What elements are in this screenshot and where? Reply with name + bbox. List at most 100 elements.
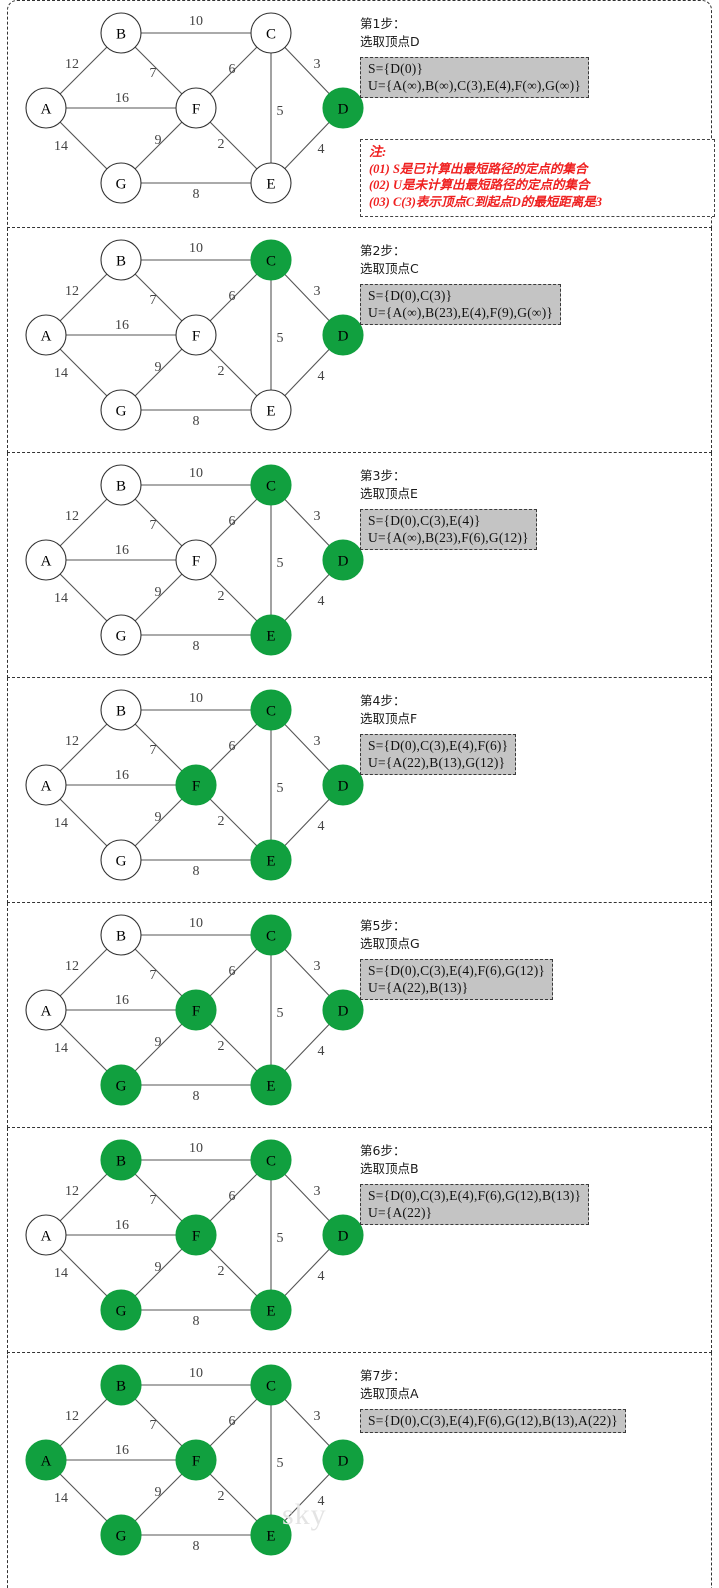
graph-node-label-e: E — [266, 1079, 275, 1095]
graph-edge-f-g — [134, 348, 183, 397]
graph-node-b[interactable] — [100, 239, 142, 281]
graph-node-b[interactable] — [100, 1364, 142, 1406]
graph-node-c[interactable] — [250, 239, 292, 281]
graph-node-a[interactable] — [25, 539, 67, 581]
graph-node-g[interactable] — [100, 839, 142, 881]
graph-node-a[interactable] — [25, 314, 67, 356]
edge-weight-cd: 3 — [314, 1184, 321, 1199]
graph-node-g[interactable] — [100, 162, 142, 204]
edge-weight-fe: 2 — [218, 364, 225, 379]
edge-weight-ce: 5 — [277, 104, 284, 119]
edge-weight-ce: 5 — [277, 781, 284, 796]
graph-edge-c-f — [209, 1398, 258, 1447]
graph-edge-a-g — [59, 348, 108, 397]
graph-node-label-c: C — [266, 929, 276, 945]
graph-node-g[interactable] — [100, 389, 142, 431]
edge-weight-fg: 9 — [155, 1260, 162, 1275]
graph-node-label-e: E — [266, 404, 275, 420]
graph-node-c[interactable] — [250, 689, 292, 731]
graph-node-e[interactable] — [250, 1064, 292, 1106]
graph-edge-b-f — [134, 948, 183, 997]
graph-node-e[interactable] — [250, 1289, 292, 1331]
graph-node-d[interactable] — [322, 1439, 364, 1481]
graph-node-label-f: F — [192, 102, 200, 118]
graph-node-f[interactable] — [175, 87, 217, 129]
graph-node-e[interactable] — [250, 839, 292, 881]
edge-weight-fe: 2 — [218, 814, 225, 829]
graph-edge-f-g — [134, 1248, 183, 1297]
graph-node-label-c: C — [266, 704, 276, 720]
graph-node-label-g: G — [116, 404, 127, 420]
graph-edge-b-f — [134, 1173, 183, 1222]
step-title: 第4步： 选取顶点F — [360, 693, 418, 726]
graph-node-label-g: G — [116, 854, 127, 870]
graph-node-a[interactable] — [25, 764, 67, 806]
graph-node-c[interactable] — [250, 1364, 292, 1406]
graph-node-label-c: C — [266, 1154, 276, 1170]
graph-node-e[interactable] — [250, 389, 292, 431]
graph-node-e[interactable] — [250, 1514, 292, 1556]
edge-weight-af: 16 — [115, 993, 129, 1008]
graph-node-label-d: D — [338, 554, 349, 570]
graph-node-d[interactable] — [322, 1214, 364, 1256]
graph-node-f[interactable] — [175, 314, 217, 356]
graph-node-label-a: A — [41, 1004, 52, 1020]
graph-node-b[interactable] — [100, 689, 142, 731]
graph-node-f[interactable] — [175, 1439, 217, 1481]
graph-edge-c-f — [209, 46, 258, 95]
edge-weight-cf: 6 — [229, 514, 236, 529]
graph-node-e[interactable] — [250, 162, 292, 204]
graph-node-f[interactable] — [175, 989, 217, 1031]
graph-node-b[interactable] — [100, 1139, 142, 1181]
graph-node-g[interactable] — [100, 1514, 142, 1556]
graph-edge-a-b — [59, 1173, 108, 1222]
graph-node-a[interactable] — [25, 989, 67, 1031]
graph-edge-a-b — [59, 1398, 108, 1447]
edge-weight-ab: 12 — [65, 1184, 79, 1199]
graph-node-g[interactable] — [100, 1289, 142, 1331]
graph-node-c[interactable] — [250, 1139, 292, 1181]
graph-node-a[interactable] — [25, 87, 67, 129]
edge-weight-cd: 3 — [314, 1409, 321, 1424]
set-state-box: S={D(0)}U={A(∞),B(∞),C(3),E(4),F(∞),G(∞)… — [360, 57, 590, 98]
graph-edge-a-b — [59, 498, 108, 547]
edge-weight-bf: 7 — [150, 518, 157, 533]
graph-node-c[interactable] — [250, 464, 292, 506]
edge-weight-ge: 8 — [193, 1089, 200, 1104]
edge-weight-bf: 7 — [150, 743, 157, 758]
graph-node-label-g: G — [116, 1079, 127, 1095]
graph-node-g[interactable] — [100, 1064, 142, 1106]
set-line: U={A(∞),B(∞),C(3),E(4),F(∞),G(∞)} — [368, 78, 582, 93]
graph-node-c[interactable] — [250, 914, 292, 956]
graph-node-b[interactable] — [100, 464, 142, 506]
graph-node-d[interactable] — [322, 989, 364, 1031]
graph-node-d[interactable] — [322, 314, 364, 356]
graph-node-d[interactable] — [322, 87, 364, 129]
graph-node-f[interactable] — [175, 539, 217, 581]
graph-node-d[interactable] — [322, 764, 364, 806]
graph-edge-f-e — [209, 348, 258, 397]
graph-node-a[interactable] — [25, 1439, 67, 1481]
edge-weight-bf: 7 — [150, 1418, 157, 1433]
edge-weight-bf: 7 — [150, 1193, 157, 1208]
graph-node-g[interactable] — [100, 614, 142, 656]
graph-node-e[interactable] — [250, 614, 292, 656]
graph-node-b[interactable] — [100, 12, 142, 54]
graph-node-c[interactable] — [250, 12, 292, 54]
graph-node-d[interactable] — [322, 539, 364, 581]
graph-node-f[interactable] — [175, 764, 217, 806]
graph-node-f[interactable] — [175, 1214, 217, 1256]
edge-weight-ge: 8 — [193, 1314, 200, 1329]
graph-edge-f-g — [134, 1023, 183, 1072]
graph-node-a[interactable] — [25, 1214, 67, 1256]
graph-node-b[interactable] — [100, 914, 142, 956]
graph-edge-d-e — [284, 122, 330, 169]
graph-node-label-b: B — [116, 1154, 126, 1170]
